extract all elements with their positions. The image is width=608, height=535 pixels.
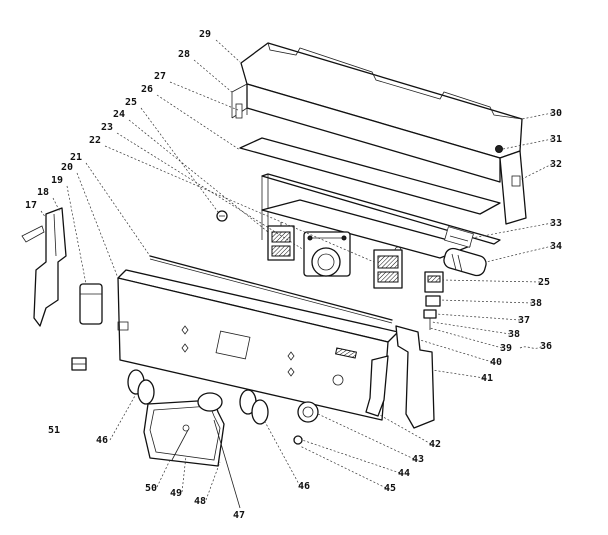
callout-c26: 26 — [141, 84, 153, 95]
callout-c28: 28 — [178, 49, 190, 60]
callout-c45: 45 — [384, 483, 396, 494]
callout-c40: 40 — [490, 357, 502, 368]
callout-c43: 43 — [412, 454, 424, 465]
callout-c22: 22 — [89, 135, 101, 146]
callout-c33: 33 — [550, 218, 562, 229]
clip-51 — [71, 357, 87, 371]
callout-c25b: 25 — [538, 277, 550, 288]
callout-c41: 41 — [481, 373, 493, 384]
callout-c44: 44 — [398, 468, 410, 479]
callout-c24: 24 — [113, 109, 125, 120]
callout-c21: 21 — [70, 152, 82, 163]
rear-shield-panel — [239, 137, 501, 245]
callout-c48: 48 — [194, 496, 206, 507]
top-housing-cover — [231, 42, 527, 225]
callout-c25: 25 — [125, 97, 137, 108]
switch-block-left — [267, 222, 295, 261]
callout-c39: 39 — [500, 343, 512, 354]
control-bracket — [261, 199, 474, 259]
callout-c51: 51 — [48, 425, 60, 436]
lamp-socket — [424, 247, 487, 293]
callout-c42: 42 — [429, 439, 441, 450]
screw-left — [216, 210, 228, 222]
callout-c37: 37 — [518, 315, 530, 326]
callout-c46: 46 — [298, 481, 310, 492]
right-side-bracket — [365, 295, 441, 429]
leader-lines — [40, 39, 553, 501]
knob-right-46 — [239, 389, 269, 425]
switch-block-right — [373, 249, 403, 289]
callout-c38b: 38 — [508, 329, 520, 340]
callout-c46b: 46 — [96, 435, 108, 446]
left-side-bracket — [21, 207, 103, 327]
trim-rod — [149, 255, 393, 324]
callout-c38a: 38 — [530, 298, 542, 309]
callout-c36: 36 — [540, 341, 552, 352]
callout-c27: 27 — [154, 71, 166, 82]
timer-display-33 — [444, 226, 474, 248]
callout-c47: 47 — [233, 510, 245, 521]
screw-31 — [495, 145, 503, 153]
window-frame-door — [143, 392, 241, 509]
callout-c19: 19 — [51, 175, 63, 186]
knob-left-46 — [127, 369, 155, 405]
callout-c34: 34 — [550, 241, 562, 252]
callout-c32: 32 — [550, 159, 562, 170]
infinite-switch-motor — [303, 231, 351, 277]
knob-43 — [293, 401, 319, 445]
callout-c30: 30 — [550, 108, 562, 119]
front-control-panel — [117, 269, 399, 421]
callout-c49: 49 — [170, 488, 182, 499]
callout-c29: 29 — [199, 29, 211, 40]
callout-c23: 23 — [101, 122, 113, 133]
callout-c31: 31 — [550, 134, 562, 145]
callout-c17: 17 — [25, 200, 37, 211]
callout-c50: 50 — [145, 483, 157, 494]
callout-c18: 18 — [37, 187, 49, 198]
part-callouts: 2928272625242322212019181730313233342538… — [25, 29, 562, 521]
callout-c20: 20 — [61, 162, 73, 173]
